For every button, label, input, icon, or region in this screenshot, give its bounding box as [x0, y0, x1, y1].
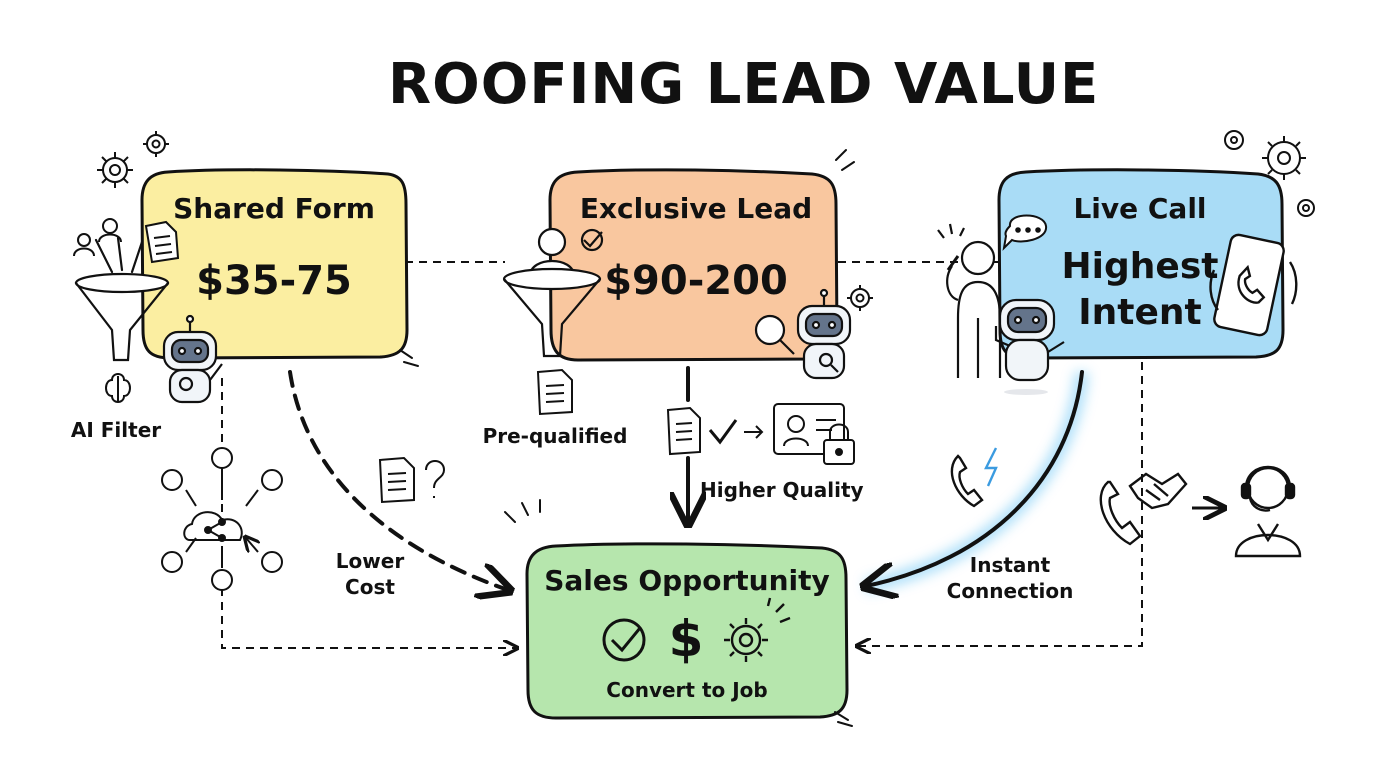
phone-handshake-icon [1099, 472, 1188, 546]
shared-form-title: Shared Form [173, 192, 375, 225]
robot-icon-shared [162, 314, 223, 404]
id-card-lock-icon [773, 403, 855, 465]
prequalified-label: Pre-qualified [482, 424, 628, 448]
route-left-dashed [221, 378, 516, 648]
instant-connection-label-line1: Instant [969, 553, 1051, 577]
exclusive-lead-title: Exclusive Lead [579, 192, 813, 225]
live-call-title: Live Call [1073, 192, 1207, 225]
arrow-lower-cost [288, 370, 508, 590]
mobile-phone-icon [1209, 233, 1298, 337]
funnel-icon-shared [74, 236, 170, 362]
network-icon [161, 447, 283, 591]
phone-lightning-icon [950, 447, 998, 508]
live-call-intent-line1: Highest [1061, 246, 1219, 287]
person-phone-icon [937, 223, 1002, 378]
convert-to-job-label: Convert to Job [606, 678, 768, 702]
robot-icon-live [994, 298, 1065, 395]
exclusive-lead-price: $90-200 [604, 258, 788, 304]
gear-icon-exclusive [847, 285, 873, 311]
higher-quality-label: Higher Quality [700, 478, 864, 502]
sparkle-ticks [399, 149, 855, 727]
check-circle-icon [602, 618, 646, 662]
gear-icon-sales [724, 597, 791, 662]
gear-icons-top-right [1224, 130, 1315, 217]
brain-icon [105, 373, 131, 403]
document-icon-prequalified [536, 368, 573, 416]
instant-connection-label-line2: Connection [946, 579, 1074, 603]
arrow-instant-connection [866, 370, 1084, 586]
live-call-intent-line2: Intent [1078, 292, 1202, 333]
lower-cost-label-line2: Cost [345, 575, 395, 599]
sales-opportunity-box [525, 542, 849, 720]
people-icons-shared [73, 218, 122, 257]
document-check-icon [666, 406, 764, 456]
route-right-dashed [858, 362, 1143, 646]
headset-agent-icon [1234, 465, 1302, 558]
page-title: ROOFING LEAD VALUE [388, 52, 1100, 117]
funnel-icon-exclusive [502, 227, 604, 358]
sales-opportunity-title: Sales Opportunity [544, 564, 830, 597]
document-question-icon [378, 456, 446, 504]
document-icon-shared [144, 220, 180, 264]
live-call-box [997, 168, 1285, 360]
dollar-sign-icon: $ [668, 610, 704, 668]
shared-form-price: $35-75 [196, 258, 352, 304]
gear-icons-top-left [97, 131, 169, 188]
ai-filter-label: AI Filter [70, 418, 162, 442]
robot-icon-exclusive [754, 288, 852, 380]
speech-bubble-icon [1002, 214, 1047, 251]
shared-form-box [140, 168, 409, 360]
lower-cost-label-line1: Lower [335, 549, 405, 573]
